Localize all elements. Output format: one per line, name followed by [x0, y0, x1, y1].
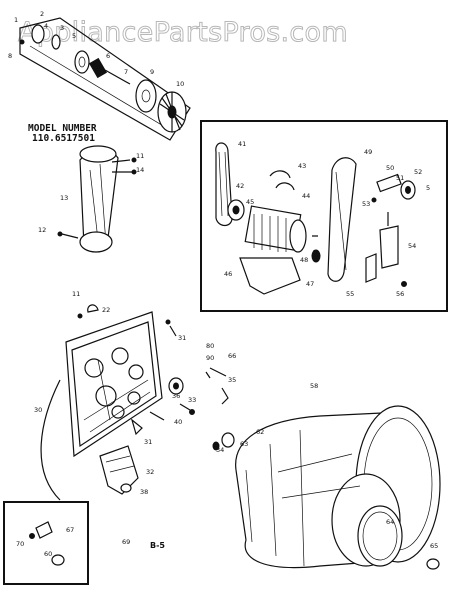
callout: 32	[146, 468, 154, 476]
callout: 90	[206, 354, 214, 362]
callout: 8	[8, 52, 12, 60]
callout: 9	[150, 68, 154, 76]
callout: 34	[216, 446, 224, 454]
drum-roller	[168, 367, 229, 415]
callout: 3	[60, 24, 64, 32]
callout: 60	[44, 550, 52, 558]
front-bulkhead	[65, 304, 177, 458]
blower-wheel	[157, 91, 187, 133]
dryer-drum	[212, 405, 441, 569]
exhaust-duct	[57, 145, 137, 253]
callout: 52	[414, 168, 422, 176]
callout: 7	[124, 68, 128, 76]
callout: 53	[362, 200, 370, 208]
callout: 4	[44, 22, 48, 30]
callout: 63	[240, 440, 248, 448]
model-label: MODEL NUMBER	[28, 123, 97, 134]
callout: 35	[228, 376, 236, 384]
callout: 46	[224, 270, 232, 278]
callout: 11	[136, 152, 144, 160]
callout-labels: 1 2 3 4 5 6 7 8 9 10 11 11 12 13 14 41 4…	[8, 10, 438, 558]
idler-pulley	[365, 173, 416, 287]
motor-group-box	[200, 120, 448, 312]
callout: 1	[14, 16, 18, 24]
callout: 13	[60, 194, 68, 202]
callout: 69	[122, 538, 130, 546]
callout: 64	[386, 518, 394, 526]
callout: 31	[144, 438, 152, 446]
lint-filter-housing	[99, 445, 139, 495]
model-number: 110.6517501	[32, 133, 95, 144]
felt-pad	[426, 558, 440, 570]
callout: 48	[300, 256, 308, 264]
callout: 33	[188, 396, 196, 404]
callout: 41	[238, 140, 246, 148]
callout: 40	[174, 418, 182, 426]
callout: 14	[136, 166, 144, 174]
callout: 50	[386, 164, 394, 172]
callout: 42	[236, 182, 244, 190]
inset-parts	[29, 521, 65, 566]
callout: 10	[176, 80, 184, 88]
callout: 49	[364, 148, 372, 156]
callout: 80	[206, 342, 214, 350]
inset-box	[3, 501, 89, 585]
callout: 36	[172, 392, 180, 400]
page-ref: B-5	[150, 541, 165, 550]
callout: 70	[16, 540, 24, 548]
callout: 58	[310, 382, 318, 390]
callout: 66	[228, 352, 236, 360]
callout: 38	[140, 488, 148, 496]
callout: 55	[346, 290, 354, 298]
callout: 2	[40, 10, 44, 18]
callout: 43	[298, 162, 306, 170]
callout: 47	[306, 280, 314, 288]
blower-assembly	[19, 17, 191, 141]
wire-harness	[40, 379, 61, 501]
callout: 56	[396, 290, 404, 298]
callout: 62	[256, 428, 264, 436]
callout: 6	[106, 52, 110, 60]
callout: 44	[302, 192, 310, 200]
callout: 22	[102, 306, 110, 314]
callout: 5	[72, 32, 76, 40]
callout: 65	[430, 542, 438, 550]
callout: 67	[66, 526, 74, 534]
callout: 45	[246, 198, 254, 206]
motor-assembly	[215, 142, 321, 295]
watermark: AppliancePartsPros.com	[18, 17, 348, 48]
drum-seal	[357, 505, 403, 567]
callout: 5	[426, 184, 430, 192]
callout: 51	[396, 174, 404, 182]
callout: 54	[408, 242, 416, 250]
callout: 30	[34, 406, 42, 414]
callout: 31	[178, 334, 186, 342]
callout: 11	[72, 290, 80, 298]
callout: 12	[38, 226, 46, 234]
drive-belt	[327, 157, 357, 282]
